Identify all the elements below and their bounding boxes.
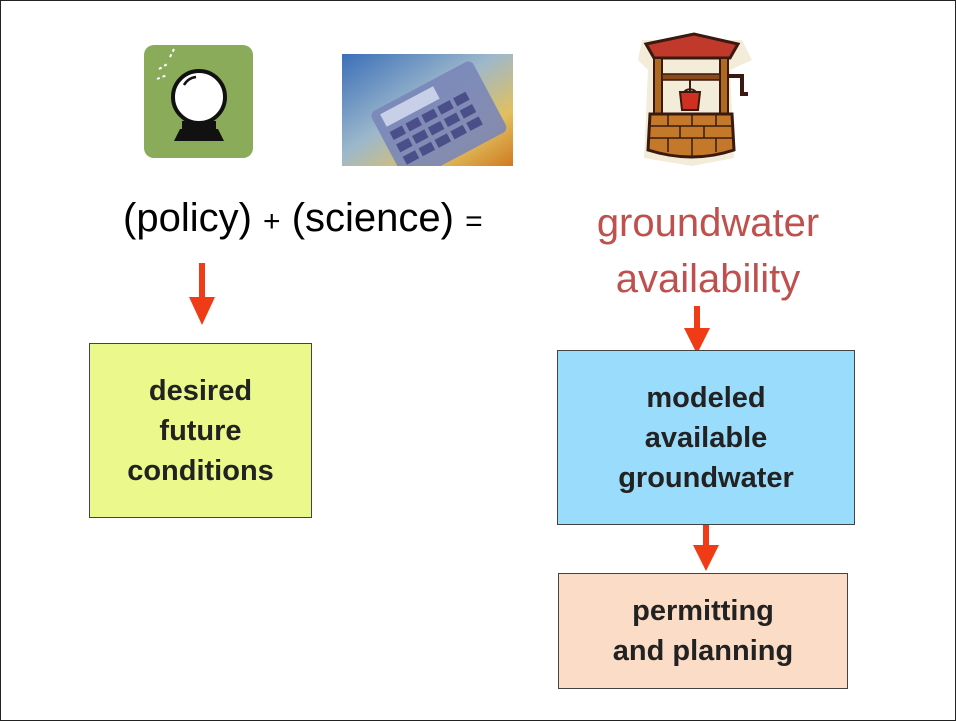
down-arrow-policy — [189, 263, 215, 325]
box-line: desired — [148, 374, 253, 407]
equation-left-side: (policy) + (science) = — [123, 195, 483, 245]
water-well-icon — [634, 30, 756, 170]
permitting-and-planning-box: permitting and planning — [558, 573, 848, 689]
down-arrow-modeled — [693, 523, 719, 571]
box-line: modeled — [646, 381, 766, 414]
modeled-available-groundwater-box: modeled available groundwater — [557, 350, 855, 525]
result-line-2: availability — [615, 257, 801, 301]
box-line: future — [159, 414, 242, 447]
box-line: available — [644, 421, 768, 454]
equals-sign: = — [465, 205, 483, 238]
box-line: conditions — [127, 454, 274, 487]
plus-sign: + — [263, 205, 281, 238]
calculator-icon — [342, 54, 513, 166]
box-line: groundwater — [618, 461, 794, 494]
box-line: and planning — [612, 635, 794, 667]
box-line: permitting — [632, 595, 774, 627]
policy-term: (policy) — [123, 196, 252, 240]
crystal-ball-icon — [144, 45, 253, 158]
result-line-1: groundwater — [596, 201, 820, 245]
science-term: (science) — [291, 196, 454, 240]
groundwater-availability-term: groundwater availability — [573, 195, 843, 307]
down-arrow-availability — [684, 306, 710, 354]
desired-future-conditions-box: desired future conditions — [89, 343, 312, 518]
